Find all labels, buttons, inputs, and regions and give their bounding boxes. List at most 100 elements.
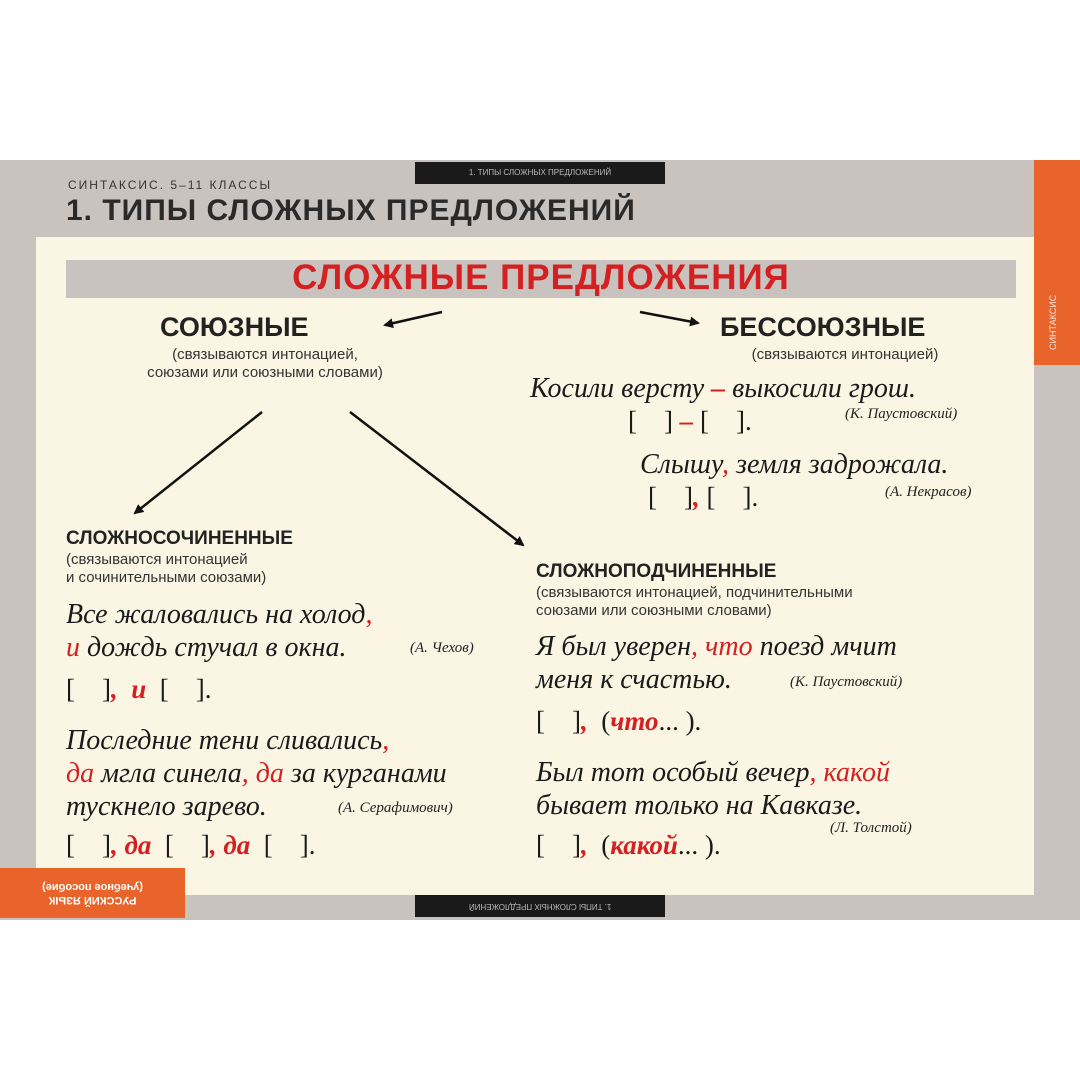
complex-scheme-1: [ ], (что... ). <box>536 706 701 737</box>
complex-note-line2: союзами или союзными словами) <box>536 602 772 619</box>
scheme-part: [ ]. <box>250 830 316 860</box>
scheme-part: ( <box>587 830 611 860</box>
compound-title: СЛОЖНОСОЧИНЕННЫЕ <box>66 528 293 549</box>
example-line: да мгла синела, да за курганами <box>66 757 447 790</box>
compound-note: (связываются интонацией и сочинительными… <box>66 551 266 587</box>
comma-mark: , <box>382 725 390 756</box>
complex-source-2: (Л. Толстой) <box>830 820 912 836</box>
text-fragment: Все жаловались на холод <box>66 599 366 630</box>
conjunction: да <box>66 758 95 789</box>
scheme-part: ... ). <box>658 706 702 736</box>
union-title: СОЮЗНЫЕ <box>160 312 309 342</box>
scheme-part: [ ] <box>151 830 210 860</box>
text-fragment: мгла синела <box>94 758 242 789</box>
complex-note-line1: (связываются интонацией, подчинительными <box>536 584 853 601</box>
example-line: тускнело зарево. <box>66 791 267 822</box>
nonunion-scheme-1: [ ] – [ ]. <box>628 406 752 437</box>
scheme-conjunction: , и <box>110 674 147 704</box>
comma-mark: , <box>722 449 730 480</box>
scheme-dash: – <box>679 406 694 436</box>
compound-source-1: (А. Чехов) <box>410 640 474 656</box>
comma-mark: , <box>809 757 817 788</box>
nonunion-source-1: (К. Паустовский) <box>845 406 958 422</box>
text-fragment: Косили версту <box>530 373 712 404</box>
text-fragment: земля задрожала. <box>729 449 949 480</box>
scheme-part: [ ] <box>536 706 581 736</box>
complex-source-1: (К. Паустовский) <box>790 674 903 690</box>
example-line: и дождь стучал в окна. <box>66 631 372 664</box>
scheme-conjunction: , да <box>110 830 152 860</box>
nonunion-example-2: Слышу, земля задрожала. <box>640 448 948 481</box>
series-label: СИНТАКСИС. 5–11 КЛАССЫ <box>68 178 273 192</box>
nonunion-note: (связываются интонацией) <box>751 346 939 363</box>
scheme-conjunction: , да <box>209 830 251 860</box>
conjunction: что <box>697 631 753 662</box>
left-orange-tab: РУССКИЙ ЯЗЫК (учебное пособие) <box>0 868 185 918</box>
scheme-part: [ ] <box>536 830 581 860</box>
complex-note: (связываются интонацией, подчинительными… <box>536 584 853 620</box>
union-note: (связываются интонацией, союзами или сою… <box>90 346 440 382</box>
scheme-part: [ ] <box>648 482 693 512</box>
content-panel <box>36 237 1034 895</box>
compound-scheme-1: [ ], и [ ]. <box>66 674 212 705</box>
text-fragment: Я был уверен <box>536 631 691 662</box>
text-fragment: дождь стучал в окна. <box>80 632 347 663</box>
compound-source-2: (А. Серафимович) <box>338 800 453 816</box>
comma-mark: , <box>365 599 373 630</box>
complex-title: СЛОЖНОПОДЧИНЕННЫЕ <box>536 561 777 582</box>
example-line: бывает только на Кавказе. <box>536 790 863 821</box>
scheme-conjunction: что <box>610 706 659 736</box>
text-fragment: Слышу <box>640 449 723 480</box>
nonunion-source-2: (А. Некрасов) <box>885 484 972 500</box>
scheme-part: ... ). <box>677 830 721 860</box>
scheme-comma: , <box>580 706 588 736</box>
example-line: Был тот особый вечер, какой <box>536 756 890 789</box>
scheme-comma: , <box>692 482 700 512</box>
union-note-line2: союзами или союзными словами) <box>147 364 383 381</box>
compound-example-1: Все жаловались на холод, и дождь стучал … <box>66 598 372 664</box>
scheme-part: [ ] <box>66 830 111 860</box>
scheme-conjunction: какой <box>610 830 678 860</box>
compound-note-line1: (связываются интонацией <box>66 551 248 568</box>
text-fragment: выкосили грош. <box>725 373 916 404</box>
left-tab-text: РУССКИЙ ЯЗЫК (учебное пособие) <box>42 881 143 906</box>
compound-note-line2: и сочинительными союзами) <box>66 569 267 586</box>
main-heading: СЛОЖНЫЕ ПРЕДЛОЖЕНИЯ <box>292 258 790 297</box>
conjunction: какой <box>816 757 890 788</box>
right-orange-tab: СИНТАКСИС <box>1034 160 1080 365</box>
complex-example-1: Я был уверен, что поезд мчит меня к счас… <box>536 630 897 696</box>
text-fragment: Последние тени сливались <box>66 725 383 756</box>
text-fragment: поезд мчит <box>752 631 897 662</box>
text-fragment: Был тот особый вечер <box>536 757 810 788</box>
conjunction: и <box>66 632 80 663</box>
scheme-part: [ ]. <box>693 406 752 436</box>
scheme-part: [ ]. <box>699 482 759 512</box>
bottom-label-bar: 1. ТИПЫ СЛОЖНЫХ ПРЕДЛОЖЕНИЙ <box>415 895 665 917</box>
nonunion-example-1: Косили версту – выкосили грош. <box>530 372 916 405</box>
example-line: Я был уверен, что поезд мчит <box>536 630 897 663</box>
text-fragment: за курганами <box>283 758 447 789</box>
scheme-part: [ ] <box>66 674 111 704</box>
nonunion-title: БЕССОЮЗНЫЕ <box>720 312 926 342</box>
scheme-part: [ ] <box>628 406 680 436</box>
page-title: 1. ТИПЫ СЛОЖНЫХ ПРЕДЛОЖЕНИЙ <box>66 194 636 227</box>
conjunction: да <box>248 758 284 789</box>
scheme-part: ( <box>587 706 611 736</box>
right-tab-text: СИНТАКСИС <box>1048 294 1058 350</box>
union-note-line1: (связываются интонацией, <box>172 346 358 363</box>
complex-example-2: Был тот особый вечер, какой бывает тольк… <box>536 756 890 822</box>
compound-scheme-2: [ ], да [ ], да [ ]. <box>66 830 316 861</box>
bottom-bar-text: 1. ТИПЫ СЛОЖНЫХ ПРЕДЛОЖЕНИЙ <box>468 902 612 911</box>
scheme-part: [ ]. <box>146 674 212 704</box>
example-line: Последние тени сливались, <box>66 724 447 757</box>
top-label-bar: 1. ТИПЫ СЛОЖНЫХ ПРЕДЛОЖЕНИЙ <box>415 162 665 184</box>
example-line: меня к счастью. <box>536 664 732 695</box>
scheme-comma: , <box>580 830 588 860</box>
complex-scheme-2: [ ], (какой... ). <box>536 830 721 861</box>
heading-band <box>66 260 1016 298</box>
nonunion-scheme-2: [ ], [ ]. <box>648 482 758 513</box>
comma-mark: , <box>690 631 698 662</box>
comma-mark: , <box>241 758 249 789</box>
dash-mark: – <box>711 373 726 404</box>
example-line: Все жаловались на холод, <box>66 598 372 631</box>
